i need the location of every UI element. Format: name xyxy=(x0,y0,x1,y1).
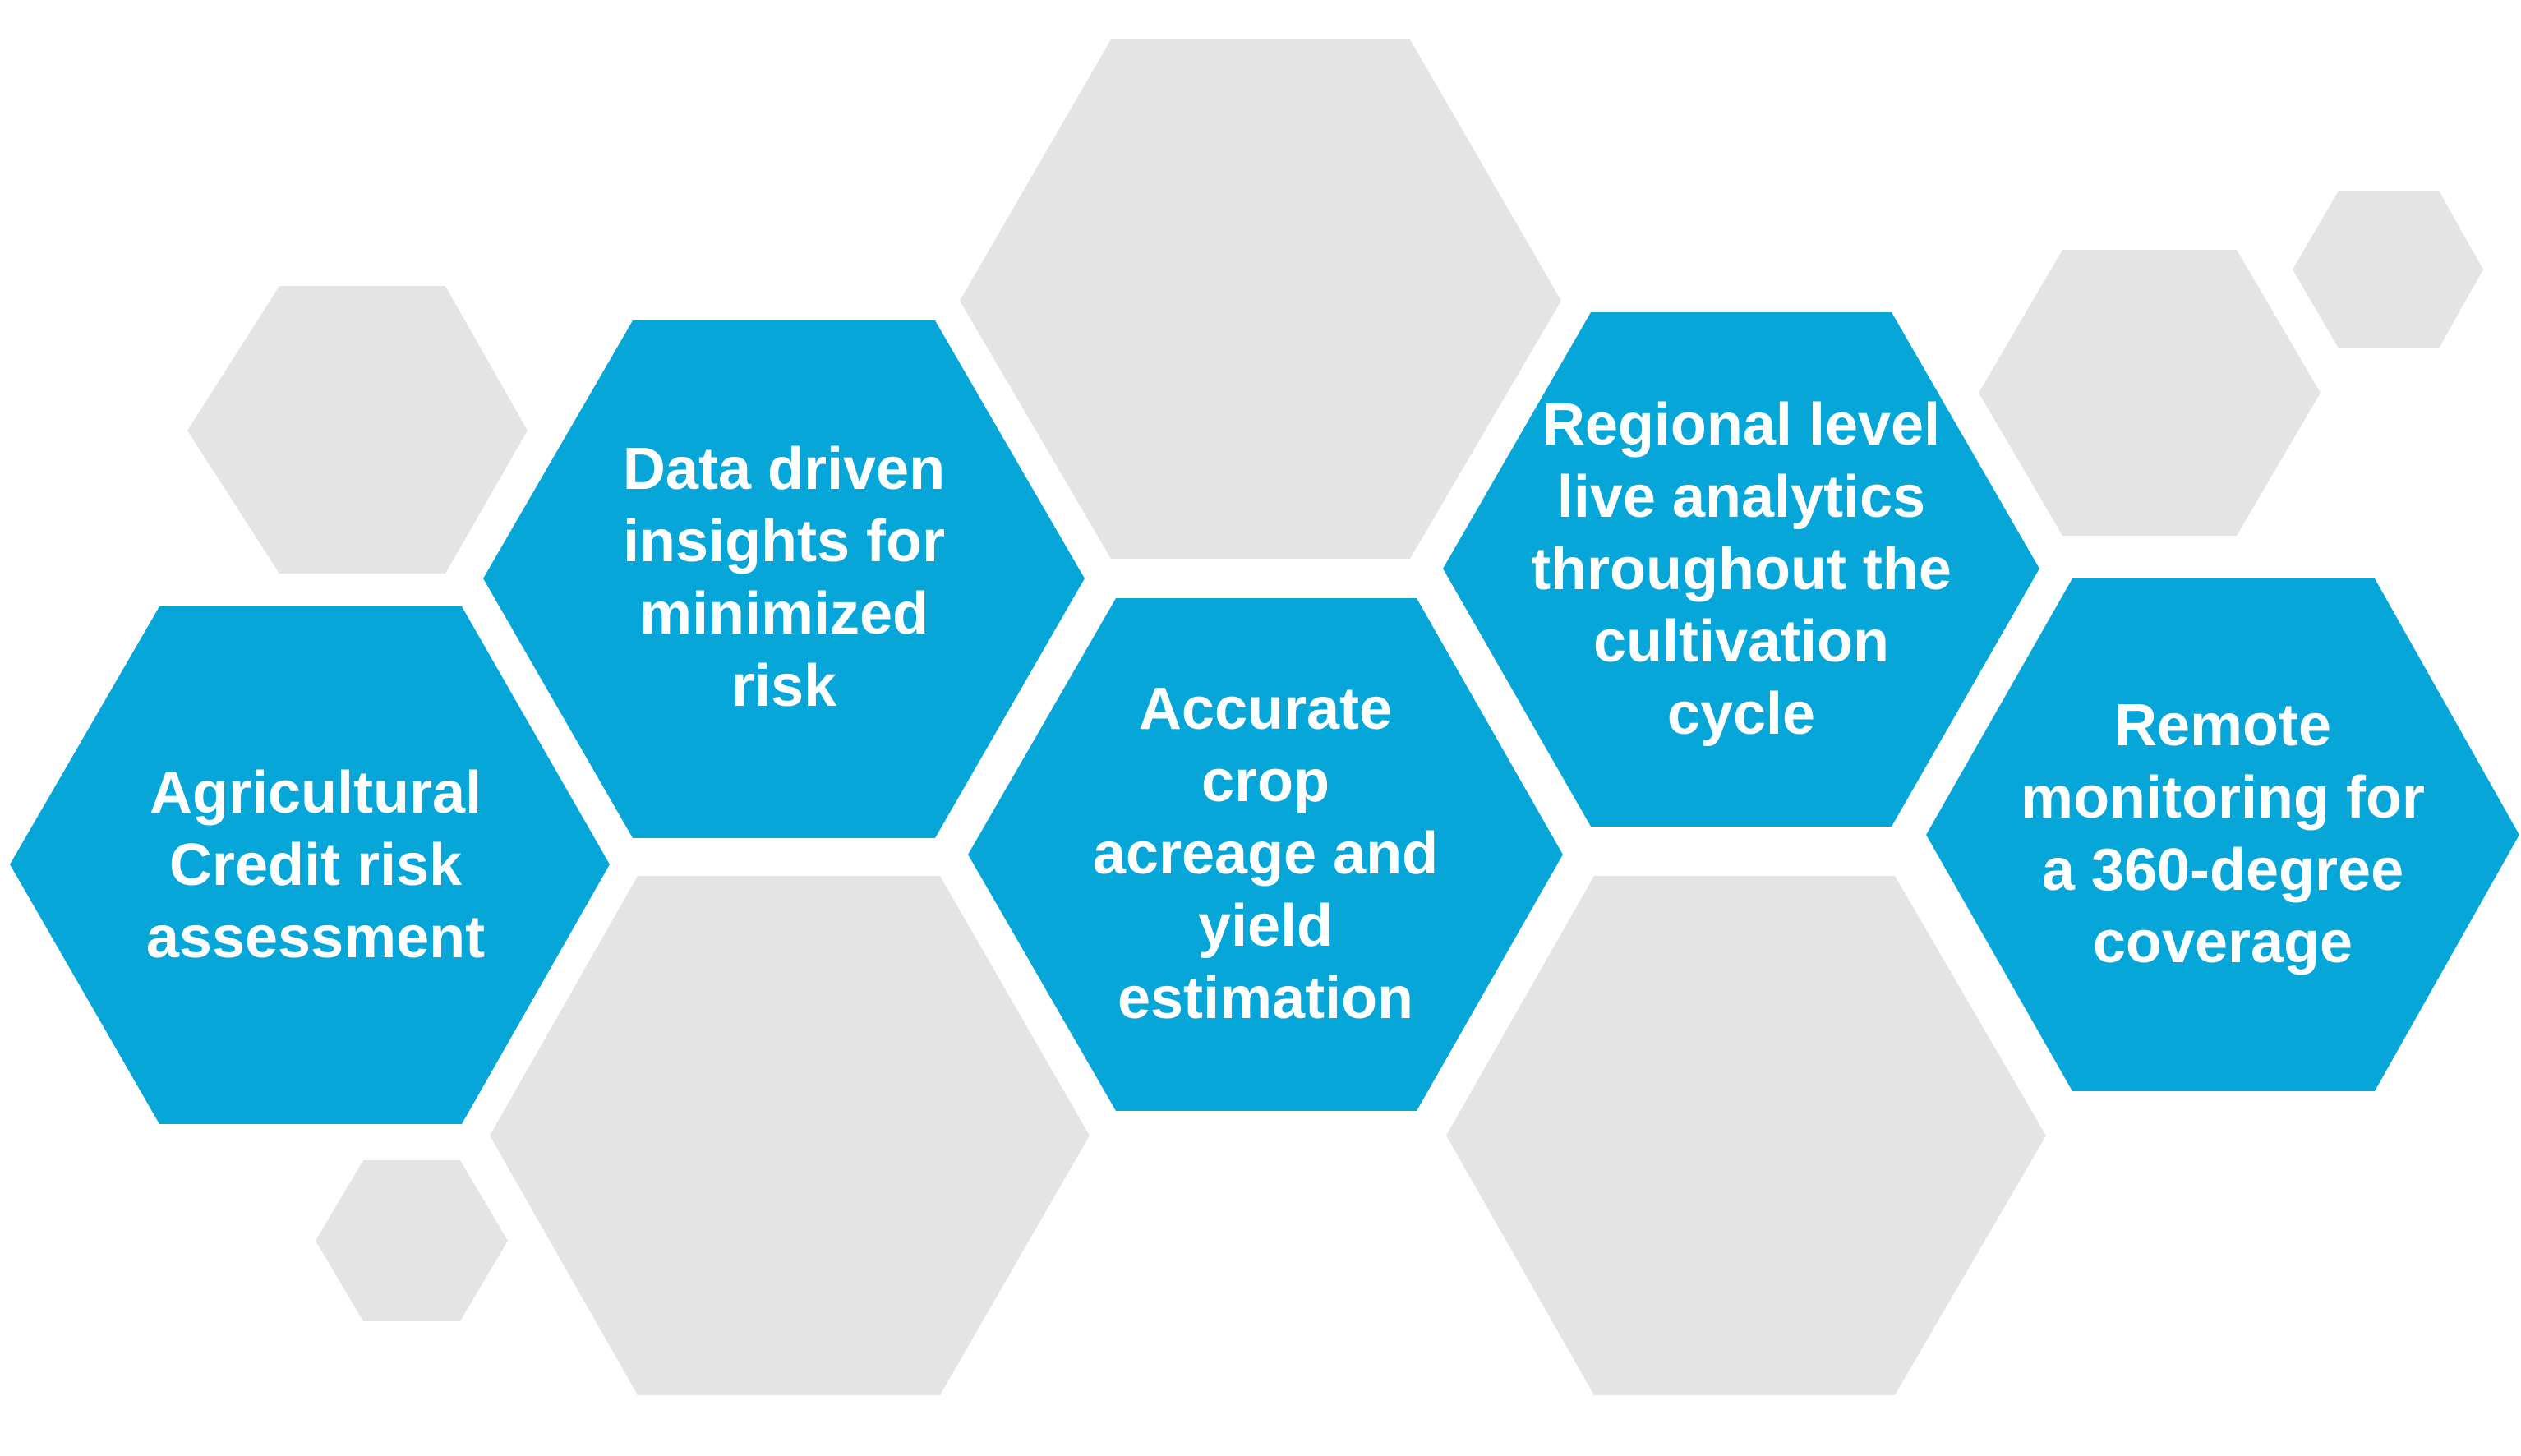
decor-hex-large-bottom-left xyxy=(490,876,1090,1395)
hex-remote-monitoring xyxy=(1926,578,2519,1091)
hex-label-data-driven: Data driven insights for minimized risk xyxy=(622,436,946,719)
decor-hex-large-bottom-right xyxy=(1446,876,2046,1395)
decor-hex-large-top-center xyxy=(960,39,1561,559)
hex-label-accurate-crop: Accurate crop acreage and yield estimati… xyxy=(1092,676,1439,1031)
hex-label-remote-monitoring: Remote monitoring for a 360-degree cover… xyxy=(2021,693,2425,975)
decor-hex-small-right-top xyxy=(2293,191,2483,348)
decor-hex-medium-right xyxy=(1979,250,2321,536)
hex-label-agricultural-credit: Agricultural Credit risk assessment xyxy=(145,760,486,970)
hex-accurate-crop xyxy=(968,598,1563,1111)
hex-data-driven xyxy=(483,320,1085,838)
decor-hex-small-left-top xyxy=(187,286,528,574)
decor-hex-small-left-bottom xyxy=(316,1160,508,1321)
hex-regional-level xyxy=(1443,312,2039,827)
hex-agricultural-credit xyxy=(10,606,610,1124)
hex-label-regional-level: Regional level live analytics throughout… xyxy=(1531,392,1952,747)
